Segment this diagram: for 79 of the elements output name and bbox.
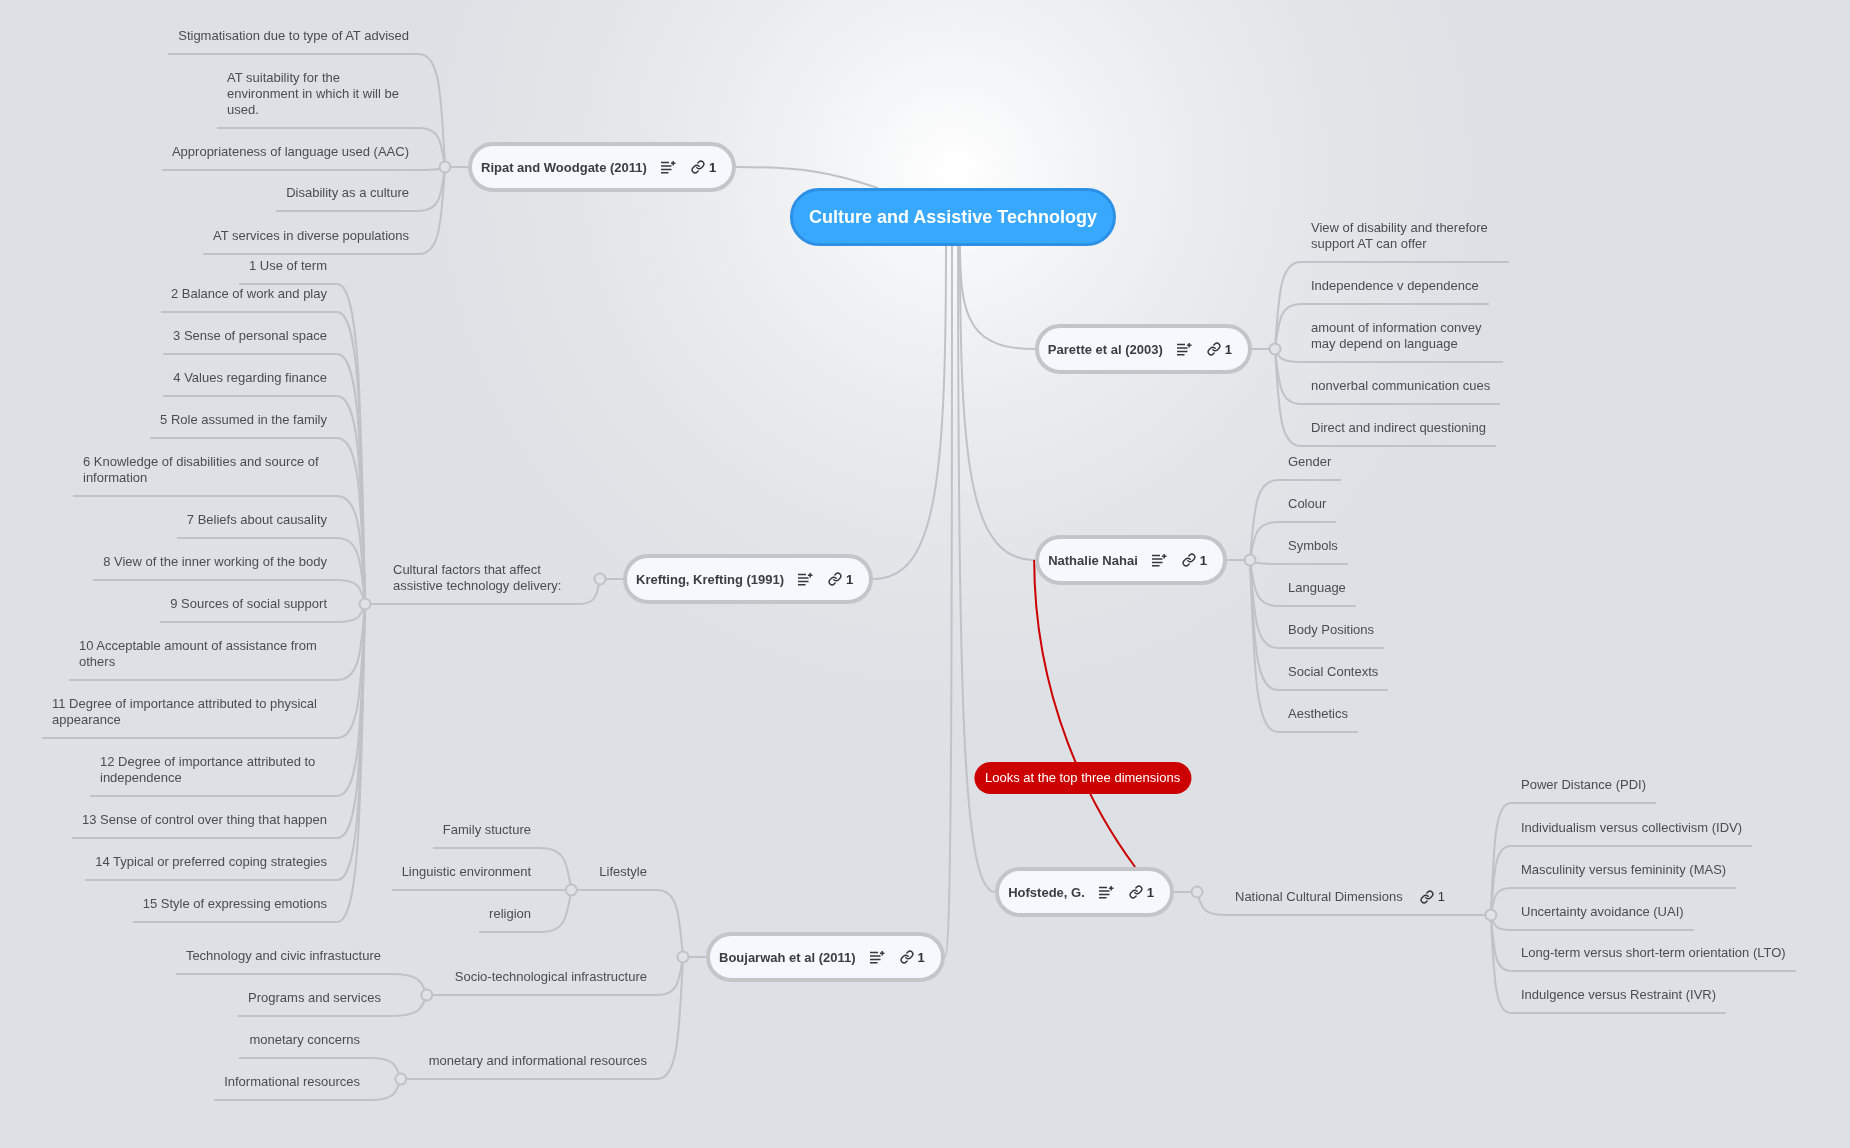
subtopic: Technology and civic infrastucture xyxy=(175,948,391,975)
topic-card xyxy=(706,932,945,982)
subtopic: Socio-technological infrastructure xyxy=(444,969,657,996)
topic-card xyxy=(623,554,874,604)
topic-card xyxy=(1034,324,1252,374)
subtopic: 15 Style of expressing emotions xyxy=(132,896,337,923)
subtopic: Direct and indirect questioning xyxy=(1301,420,1496,447)
subtopic xyxy=(1225,889,1461,916)
topic-title: Ripat and Woodgate (2011) xyxy=(481,159,647,175)
subtopic: Appropriateness of language used (AAC) xyxy=(161,144,419,171)
subtopic: 3 Sense of personal space xyxy=(163,328,337,355)
subtopic: Long-term versus short-term orientation (LTO) xyxy=(1511,945,1796,972)
subtopic-title: National Cultural Dimensions xyxy=(1235,889,1403,905)
subtopic: 6 Knowledge of disabilities and source of information xyxy=(73,454,337,497)
subtopic: Disability as a culture xyxy=(276,185,419,212)
central-topic: Culture and Assistive Technology xyxy=(789,188,1117,246)
branch-line xyxy=(957,245,997,893)
subtopic: 14 Typical or preferred coping strategies xyxy=(85,854,337,881)
topic-title: Boujarwah et al (2011) xyxy=(719,949,856,965)
subtopic: monetary concerns xyxy=(239,1032,370,1059)
subtopic: 8 View of the inner working of the body xyxy=(93,554,337,581)
subtopic: Programs and services xyxy=(238,990,391,1017)
topic-title: Parette et al (2003) xyxy=(1047,341,1163,357)
edge-label: Looks at the top three dimensions xyxy=(974,761,1192,794)
subtopic: 5 Role assumed in the family xyxy=(150,412,337,439)
subtopic: nonverbal communication cues xyxy=(1301,378,1501,405)
branch-line xyxy=(1173,891,1226,916)
subtopic: Stigmatisation due to type of AT advised xyxy=(168,28,419,55)
relationship-line xyxy=(1033,559,1137,868)
subtopic: 12 Degree of importance attributed to independence xyxy=(90,754,337,797)
branch-line xyxy=(872,245,947,580)
subtopic: Symbols xyxy=(1278,538,1348,565)
subtopic: Body Positions xyxy=(1278,622,1384,649)
topic-card xyxy=(995,867,1174,917)
subtopic: Power Distance (PDI) xyxy=(1511,777,1656,804)
subtopic: Colour xyxy=(1278,496,1337,523)
subtopic: Family stucture xyxy=(432,822,541,849)
subtopic: 1 Use of term xyxy=(238,258,337,285)
subtopic: View of disability and therefore support AT can offer xyxy=(1301,220,1509,263)
subtopic: Independence v dependence xyxy=(1301,278,1489,305)
subtopic: Indulgence versus Restraint (IVR) xyxy=(1511,987,1727,1014)
subtopic: 13 Sense of control over thing that happen xyxy=(72,812,337,839)
topic-title: Hofstede, G. xyxy=(1008,884,1085,900)
link-count: 1 xyxy=(1437,889,1445,905)
subtopic: 11 Degree of importance attributed to physical appearance xyxy=(42,696,337,739)
subtopic: Informational resources xyxy=(214,1074,370,1101)
link-count: 1 xyxy=(708,159,717,175)
subtopic: Uncertainty avoidance (UAI) xyxy=(1511,904,1694,931)
subtopic: AT services in diverse populations xyxy=(202,228,419,255)
subtopic: 4 Values regarding finance xyxy=(163,370,337,397)
link-count: 1 xyxy=(1199,552,1207,568)
subtopic: Aesthetics xyxy=(1278,706,1358,733)
subtopic: AT suitability for the environment in which it will be used. xyxy=(217,70,419,129)
subtopic: Individualism versus collectivism (IDV) xyxy=(1511,820,1753,847)
subtopic: Masculinity versus femininity (MAS) xyxy=(1511,862,1737,889)
subtopic: religion xyxy=(479,906,541,933)
subtopic: Lifestyle xyxy=(589,864,657,891)
subtopic: Linguistic environment xyxy=(391,864,541,891)
branch-line xyxy=(578,578,624,605)
subtopic: amount of information convey may depend on language xyxy=(1301,320,1503,363)
link-count: 1 xyxy=(846,571,854,587)
subtopic: Language xyxy=(1278,580,1356,607)
subtopic: 2 Balance of work and play xyxy=(160,286,337,313)
subtopic: Social Contexts xyxy=(1278,664,1389,691)
topic-card xyxy=(468,142,737,192)
subtopic: 10 Acceptable amount of assistance from others xyxy=(69,638,337,681)
branch-line xyxy=(943,245,953,958)
subtopic: Gender xyxy=(1278,454,1342,481)
topic-card xyxy=(1035,535,1227,585)
link-count: 1 xyxy=(917,949,925,965)
topic-title: Nathalie Nahai xyxy=(1048,552,1138,568)
subtopic: monetary and informational resources xyxy=(418,1053,657,1080)
link-count: 1 xyxy=(1224,341,1232,357)
subtopic: 9 Sources of social support xyxy=(160,596,337,623)
subtopic: Cultural factors that affect assistive technology delivery: xyxy=(383,562,579,605)
branch-line xyxy=(735,166,879,189)
topic-title: Krefting, Krefting (1991) xyxy=(636,571,785,587)
link-count: 1 xyxy=(1146,884,1154,900)
subtopic: 7 Beliefs about causality xyxy=(176,512,337,539)
